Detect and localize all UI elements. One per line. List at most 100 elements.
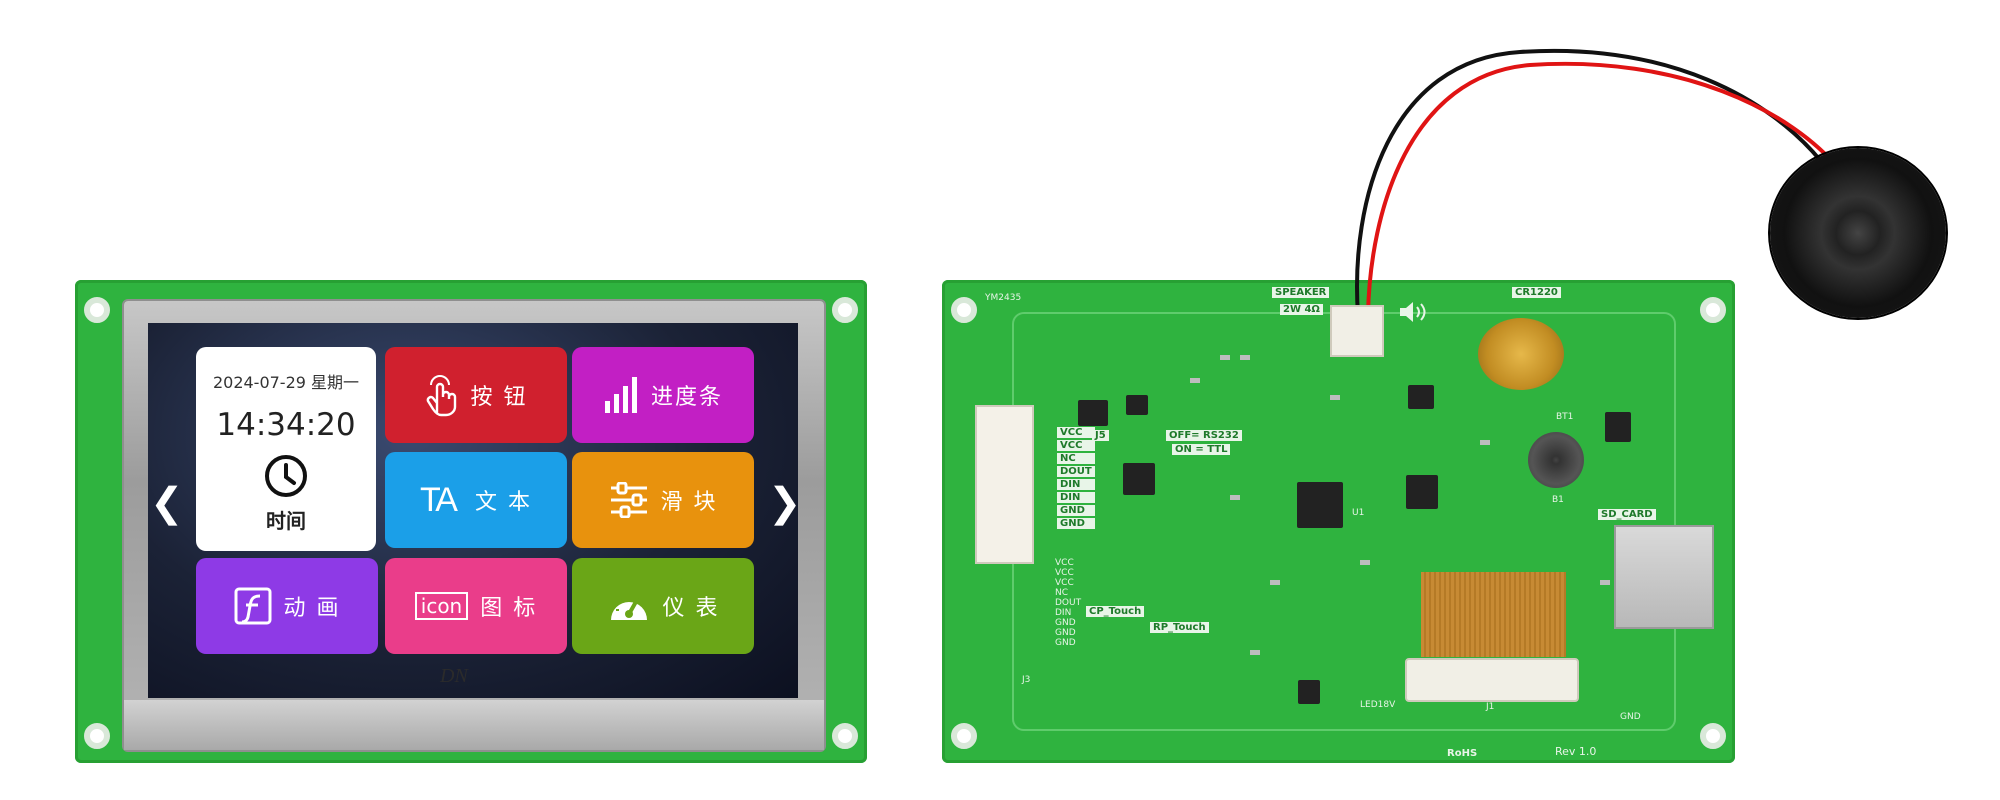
- pin-label: DIN: [1057, 479, 1095, 490]
- icon-tile[interactable]: icon 图 标: [385, 558, 567, 654]
- rev-label: Rev 1.0: [1555, 745, 1597, 758]
- pin-label: DOUT: [1055, 598, 1082, 608]
- mount-hole: [84, 297, 110, 323]
- speaker: [1770, 148, 1946, 318]
- rohs-label: RoHS: [1447, 748, 1478, 759]
- smd-part: [1480, 440, 1490, 445]
- pin-label: VCC: [1057, 427, 1095, 438]
- smd-part: [1240, 355, 1250, 360]
- chip: [1298, 680, 1320, 704]
- chip: [1406, 475, 1438, 509]
- mcu-chip: [1297, 482, 1343, 528]
- smd-part: [1360, 560, 1370, 565]
- smd-part: [1600, 580, 1610, 585]
- sliders-icon: [609, 482, 649, 518]
- pin-label: GND: [1057, 505, 1095, 516]
- rs232-label: OFF= RS232: [1166, 430, 1242, 441]
- clock-label: 时间: [266, 509, 306, 533]
- pin-label: DOUT: [1057, 466, 1095, 477]
- rp-touch-label: RP_Touch: [1150, 622, 1209, 633]
- clock-tile[interactable]: 2024-07-29 星期一 14:34:20 时间: [196, 347, 376, 551]
- speaker-symbol-icon: [1398, 300, 1428, 328]
- flash-icon: [234, 587, 272, 625]
- coin-battery-holder: [1478, 318, 1564, 390]
- b1-label: B1: [1552, 495, 1564, 505]
- date-text: 2024-07-29 星期一: [212, 373, 360, 392]
- j1-label: J1: [1486, 702, 1495, 712]
- smd-part: [1190, 378, 1200, 383]
- lcd-logo: DN: [440, 665, 468, 687]
- pin-label: GND: [1055, 628, 1076, 638]
- pin-label: GND: [1055, 638, 1076, 648]
- pin-label: NC: [1057, 453, 1095, 464]
- fpc-ribbon: [1421, 572, 1566, 657]
- pin-list-touch: VCC VCC VCC NC DOUT DIN GND GND GND: [1055, 558, 1081, 648]
- cp-touch-label: CP_Touch: [1086, 606, 1145, 617]
- animation-tile[interactable]: 动 画: [196, 558, 378, 654]
- prev-page-arrow[interactable]: ❮: [150, 480, 184, 526]
- cr1220-label: CR1220: [1512, 287, 1561, 298]
- smd-part: [1330, 395, 1340, 400]
- pin-label: VCC: [1055, 558, 1074, 568]
- mount-hole: [951, 723, 977, 749]
- button-tile[interactable]: 按 钮: [385, 347, 567, 443]
- mount-hole: [832, 723, 858, 749]
- hand-pointer-icon: [425, 373, 459, 417]
- fpc-connector: [1405, 658, 1579, 702]
- progress-tile[interactable]: 进度条: [572, 347, 754, 443]
- text-tile[interactable]: TA 文 本: [385, 452, 567, 548]
- speaker-connector: [1330, 305, 1384, 357]
- chip: [1408, 385, 1434, 409]
- ttl-label: ON = TTL: [1172, 444, 1231, 455]
- speaker-label: SPEAKER: [1272, 287, 1330, 298]
- gauge-icon: [607, 588, 651, 624]
- left-connector: [975, 405, 1034, 564]
- pin-label: VCC: [1055, 568, 1074, 578]
- gnd-label: GND: [1620, 712, 1641, 722]
- time-text: 14:34:20: [216, 407, 356, 443]
- mount-hole: [1700, 723, 1726, 749]
- pin-label: VCC: [1057, 440, 1095, 451]
- smd-part: [1230, 495, 1240, 500]
- mount-hole: [1700, 297, 1726, 323]
- smd-part: [1270, 580, 1280, 585]
- ym-label: YM2435: [985, 293, 1022, 303]
- mount-hole: [951, 297, 977, 323]
- pin-label: DIN: [1057, 492, 1095, 503]
- slider-tile[interactable]: 滑 块: [572, 452, 754, 548]
- text-icon: TA: [420, 480, 458, 519]
- j3-label: J3: [1022, 675, 1031, 685]
- mount-hole: [84, 723, 110, 749]
- next-page-arrow[interactable]: ❯: [768, 480, 802, 526]
- speaker-wires: [1355, 48, 1842, 316]
- mount-hole: [832, 297, 858, 323]
- clock-icon: [196, 453, 376, 503]
- chip: [1605, 412, 1631, 442]
- bars-icon: [603, 375, 639, 415]
- pin-label: GND: [1055, 618, 1076, 628]
- smd-part: [1250, 650, 1260, 655]
- chip: [1126, 395, 1148, 415]
- pin-label: NC: [1055, 588, 1069, 598]
- lcd-bottom-strip: [124, 700, 824, 750]
- gauge-tile-label: 仪 表: [662, 596, 720, 621]
- buzzer: [1528, 432, 1584, 488]
- animation-tile-label: 动 画: [283, 596, 341, 621]
- pin-label: DIN: [1055, 608, 1072, 618]
- slider-tile-label: 滑 块: [660, 490, 718, 515]
- icon-tile-label: 图 标: [480, 596, 538, 621]
- speaker-spec-label: 2W 4Ω: [1280, 304, 1323, 315]
- icon-text-icon: icon: [414, 592, 469, 620]
- chip: [1078, 400, 1108, 426]
- j5-label: J5: [1092, 430, 1109, 441]
- pin-label: GND: [1057, 518, 1095, 529]
- sd-card-label: SD_CARD: [1598, 509, 1656, 520]
- gauge-tile[interactable]: 仪 表: [572, 558, 754, 654]
- smd-part: [1220, 355, 1230, 360]
- progress-tile-label: 进度条: [650, 385, 723, 410]
- button-tile-label: 按 钮: [470, 385, 528, 410]
- text-tile-label: 文 本: [474, 490, 532, 515]
- u1-label: U1: [1352, 508, 1365, 518]
- bt1-label: BT1: [1556, 412, 1574, 422]
- sd-card-slot: [1614, 525, 1714, 629]
